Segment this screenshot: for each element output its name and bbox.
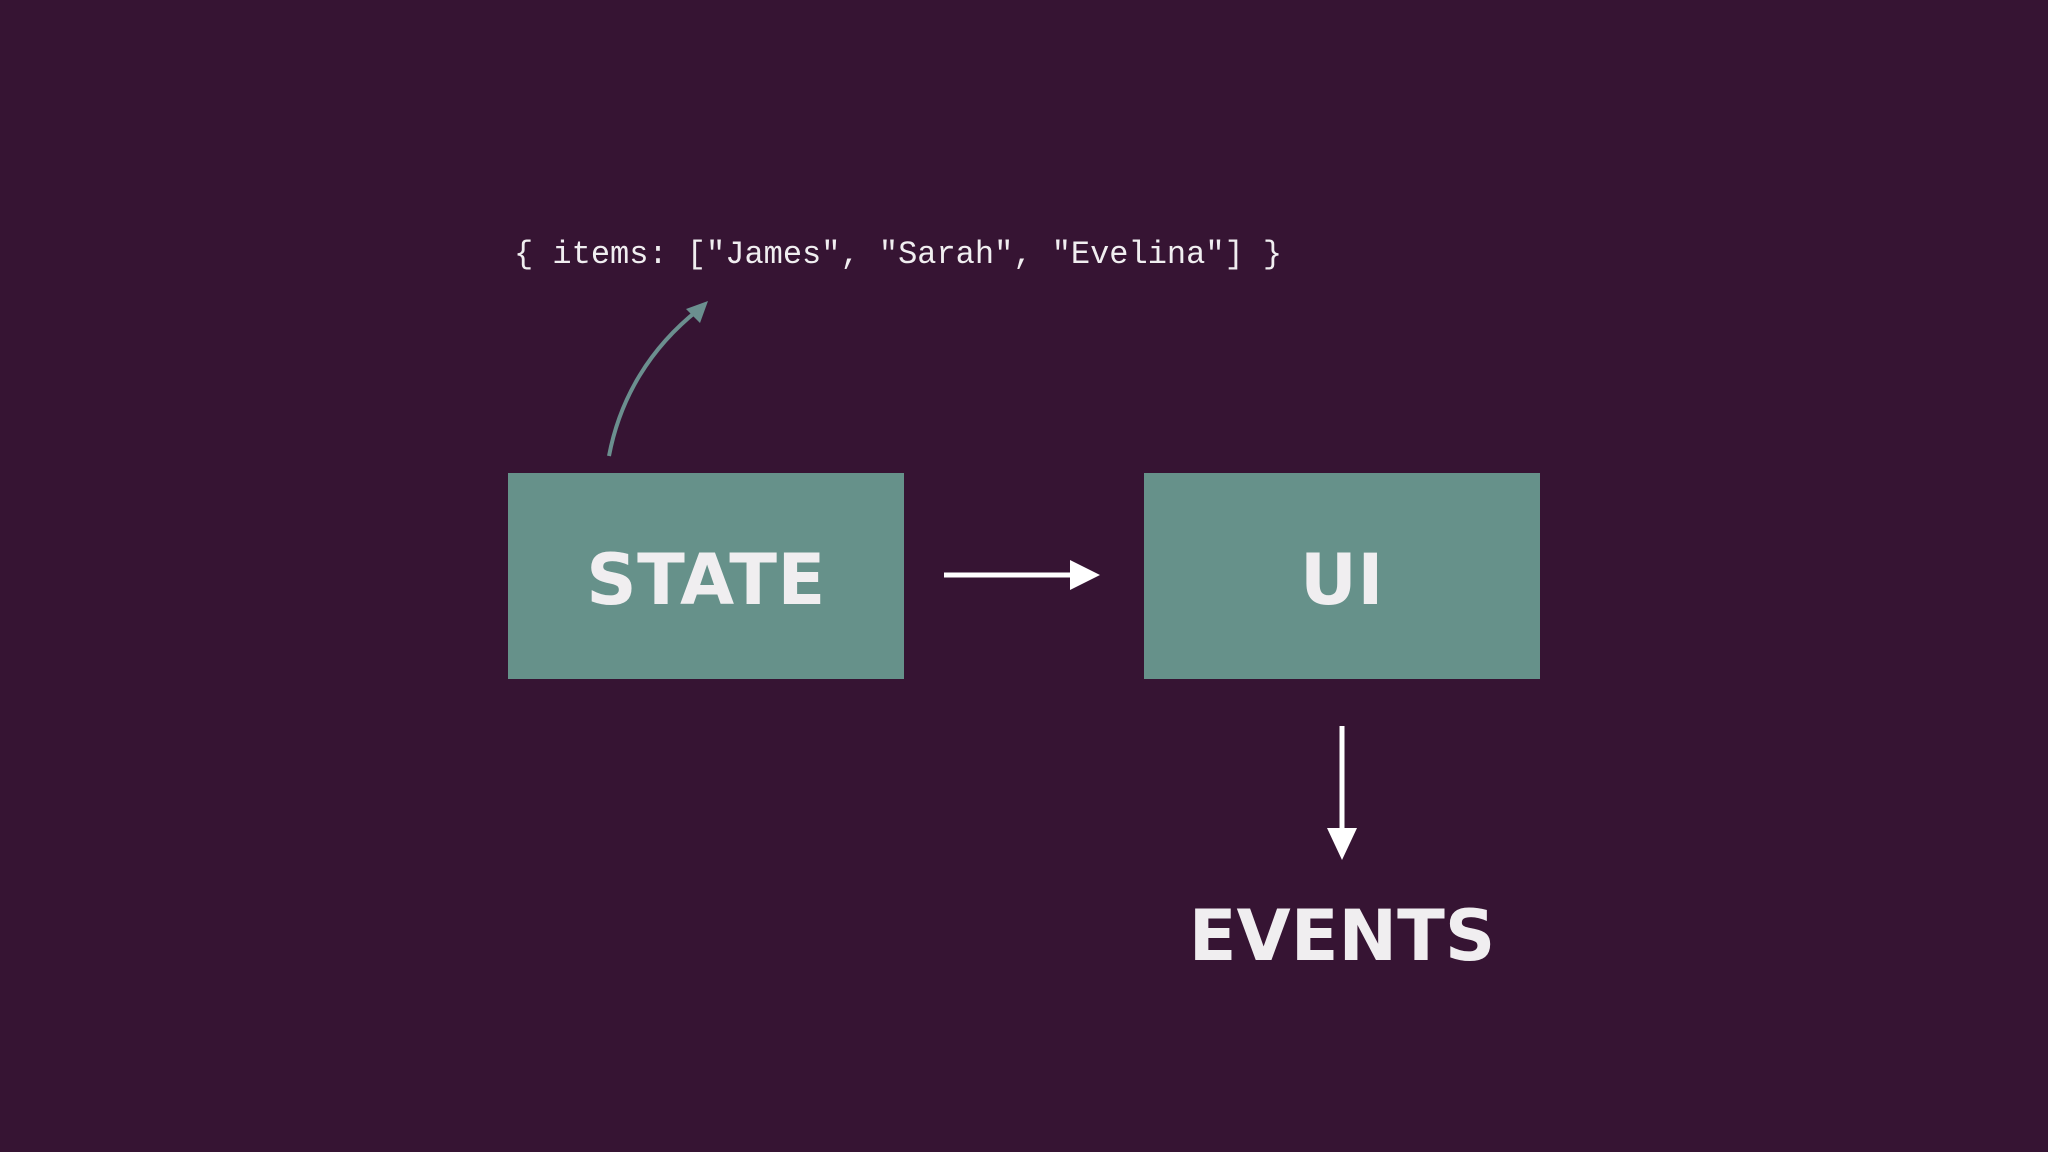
curved-arrow-icon [607, 301, 708, 457]
ui-box: UI [1144, 473, 1540, 679]
state-label: STATE [586, 539, 826, 621]
events-label: EVENTS [1188, 895, 1496, 977]
state-box: STATE [508, 473, 904, 679]
arrow-right-icon [944, 560, 1100, 590]
state-snippet: { items: ["James", "Sarah", "Evelina"] } [514, 236, 1283, 273]
ui-label: UI [1300, 539, 1384, 621]
arrow-down-icon [1327, 726, 1357, 860]
